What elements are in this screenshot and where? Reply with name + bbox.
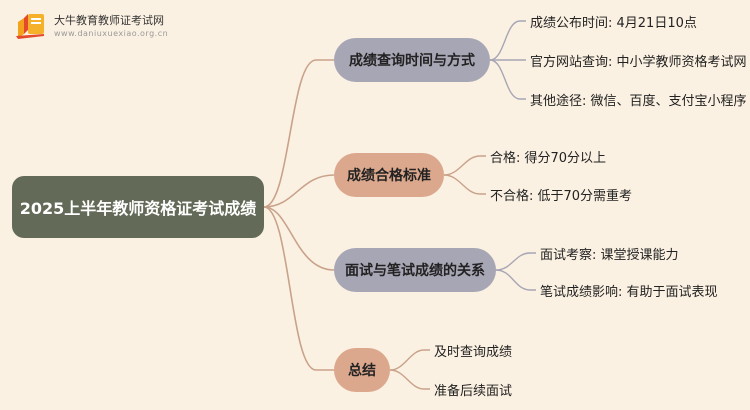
leaf-pass: 合格: 得分70分以上 xyxy=(490,151,607,166)
logo-title: 大牛教育教师证考试网 xyxy=(54,14,164,27)
site-logo[interactable]: 大牛教育教师证考试网 www.daniuxuexiao.org.cn xyxy=(14,8,168,42)
leaf-other-channels: 其他途径: 微信、百度、支付宝小程序 xyxy=(530,94,747,109)
leaf-check-score: 及时查询成绩 xyxy=(434,345,513,360)
leaf-written-influence: 笔试成绩影响: 有助于面试表现 xyxy=(540,285,718,300)
branch-pass-standard: 成绩合格标准 xyxy=(334,153,444,197)
branch-query-time-method: 成绩查询时间与方式 xyxy=(334,38,490,82)
branch-interview-written-relation: 面试与笔试成绩的关系 xyxy=(334,248,496,292)
branch-summary: 总结 xyxy=(334,348,390,392)
link-b1-leaf-1 xyxy=(489,20,526,61)
leaf-official-site: 官方网站查询: 中小学教师资格考试网 xyxy=(530,55,747,70)
link-b3-leaf-1 xyxy=(495,252,536,271)
book-logo-icon xyxy=(14,8,48,42)
leaf-release-time: 成绩公布时间: 4月21日10点 xyxy=(530,16,697,31)
link-root-branch-1 xyxy=(263,59,334,208)
leaf-fail: 不合格: 低于70分需重考 xyxy=(490,189,633,204)
leaf-prepare-interview: 准备后续面试 xyxy=(434,384,513,399)
leaf-interview-focus: 面试考察: 课堂授课能力 xyxy=(540,248,679,263)
logo-url: www.daniuxuexiao.org.cn xyxy=(54,29,169,38)
link-b1-leaf-3 xyxy=(489,59,526,100)
link-b2-leaf-2 xyxy=(443,174,486,195)
link-b3-leaf-2 xyxy=(495,269,536,291)
link-root-branch-4 xyxy=(263,206,334,371)
link-b4-leaf-1 xyxy=(389,349,430,371)
link-b2-leaf-1 xyxy=(443,155,486,176)
root-topic: 2025上半年教师资格证考试成绩 xyxy=(12,176,264,238)
link-root-branch-2 xyxy=(263,174,335,208)
link-b4-leaf-2 xyxy=(389,369,430,390)
link-root-branch-3 xyxy=(263,206,335,271)
